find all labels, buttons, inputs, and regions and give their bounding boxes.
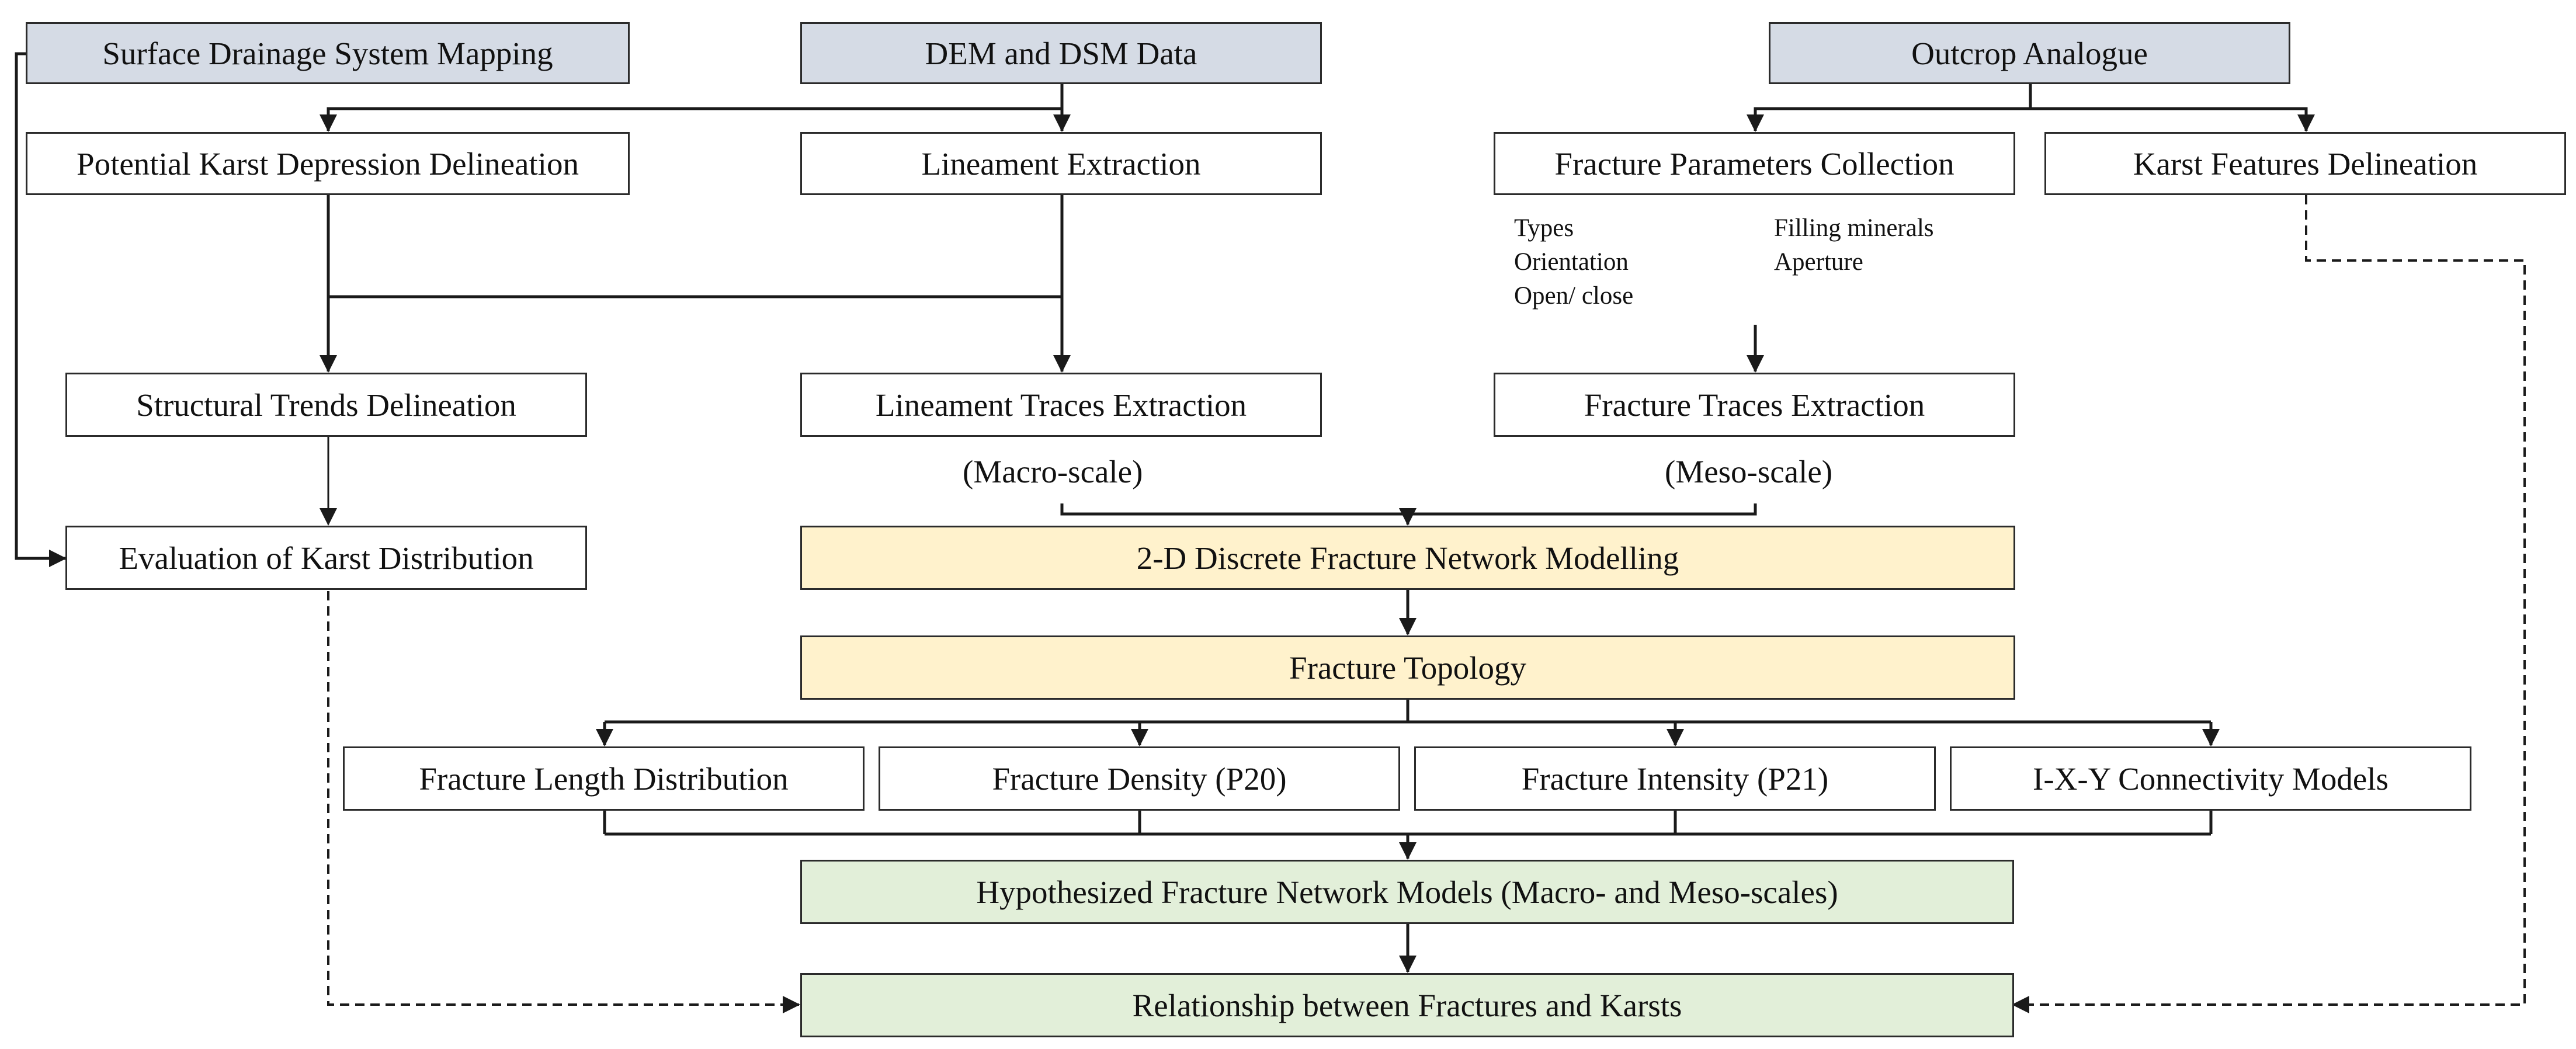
outcrop-analogue-box: Outcrop Analogue xyxy=(1769,22,2290,84)
param-types: Types xyxy=(1514,214,1574,242)
fracture-length-distribution-box: Fracture Length Distribution xyxy=(343,746,865,811)
param-filling-minerals: Filling minerals xyxy=(1774,214,1934,242)
connector-macro-meso-bracket xyxy=(1060,503,1757,516)
lineament-traces-extraction-box: Lineament Traces Extraction xyxy=(800,373,1322,437)
arrow-outcrop-to-fracture-params xyxy=(1747,107,2030,132)
fracture-parameter-list-left: Types Orientation Open/ close xyxy=(1514,211,1633,313)
lineament-extraction-box: Lineament Extraction xyxy=(800,132,1322,195)
fracture-traces-extraction-box: Fracture Traces Extraction xyxy=(1494,373,2015,437)
meso-scale-label: (Meso-scale) xyxy=(1665,454,1833,489)
structural-trends-delineation-box: Structural Trends Delineation xyxy=(65,373,587,437)
arrow-dem-to-karst-depression xyxy=(320,107,1062,132)
param-orientation: Orientation xyxy=(1514,248,1629,276)
hypothesized-network-models-box: Hypothesized Fracture Network Models (Ma… xyxy=(800,860,2014,924)
fracture-topology-box: Fracture Topology xyxy=(800,635,2015,700)
param-aperture: Aperture xyxy=(1774,248,1863,276)
fracture-parameters-collection-box: Fracture Parameters Collection xyxy=(1494,132,2015,195)
connectivity-models-box: I-X-Y Connectivity Models xyxy=(1950,746,2471,811)
fracture-density-box: Fracture Density (P20) xyxy=(879,746,1400,811)
dashed-arrow-karst-features-to-relationship xyxy=(2012,195,2526,1013)
karst-depression-delineation-box: Potential Karst Depression Delineation xyxy=(26,132,630,195)
arrow-surface-drainage-to-evaluation xyxy=(15,52,67,567)
dem-dsm-data-box: DEM and DSM Data xyxy=(800,22,1322,84)
fracture-parameter-list-right: Filling minerals Aperture xyxy=(1774,211,1934,279)
karst-distribution-evaluation-box: Evaluation of Karst Distribution xyxy=(65,526,587,590)
arrow-outcrop-to-karst-features xyxy=(2030,107,2315,132)
surface-drainage-mapping-box: Surface Drainage System Mapping xyxy=(26,22,630,84)
dfn-modelling-box: 2-D Discrete Fracture Network Modelling xyxy=(800,526,2015,590)
karst-features-delineation-box: Karst Features Delineation xyxy=(2044,132,2566,195)
fractures-karsts-relationship-box: Relationship between Fractures and Karst… xyxy=(800,973,2014,1037)
fracture-intensity-box: Fracture Intensity (P21) xyxy=(1414,746,1936,811)
macro-scale-label: (Macro-scale) xyxy=(963,454,1143,489)
dashed-arrow-evaluation-to-relationship xyxy=(327,591,800,1013)
param-open-close: Open/ close xyxy=(1514,282,1634,310)
